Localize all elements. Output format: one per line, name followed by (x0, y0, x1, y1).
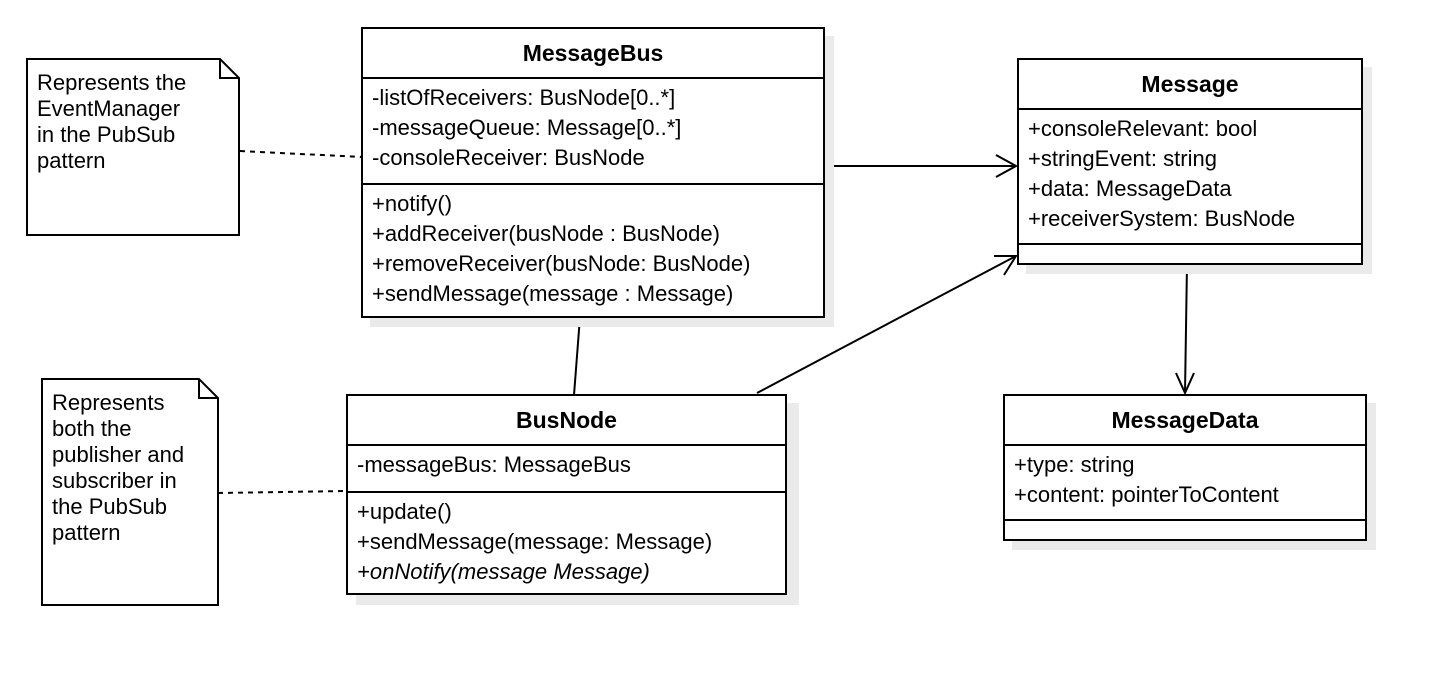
note-event-manager-text: Represents the EventManager in the PubSu… (37, 70, 186, 174)
attribute-row: -messageQueue: Message[0..*] (372, 115, 682, 140)
operation-row: +addReceiver(busNode : BusNode) (372, 221, 720, 246)
arrowhead-busnode-message (994, 255, 1018, 276)
class-messagedata-operations (1005, 521, 1365, 525)
note-line: pattern (52, 520, 121, 545)
class-message[interactable]: Message +consoleRelevant: bool +stringEv… (1017, 58, 1363, 265)
association-messagebus-busnode (573, 316, 581, 396)
note-line: both the (52, 416, 132, 441)
attribute-row: +type: string (1014, 452, 1135, 477)
note-event-manager[interactable]: Represents the EventManager in the PubSu… (26, 58, 240, 236)
note-line: EventManager (37, 96, 181, 121)
note-line: subscriber in (52, 468, 177, 493)
class-messagedata[interactable]: MessageData +type: string +content: poin… (1003, 394, 1367, 541)
class-messagedata-name: MessageData (1005, 396, 1365, 446)
operation-row: +sendMessage(message : Message) (372, 281, 734, 306)
class-busnode-name: BusNode (348, 396, 785, 446)
attribute-row: -messageBus: MessageBus (357, 452, 631, 477)
note-publisher-subscriber-text: Represents both the publisher and subscr… (52, 390, 184, 546)
operation-row: +sendMessage(message: Message) (357, 529, 713, 554)
note-shape (26, 58, 240, 236)
operation-row: +onNotify(message Message) (357, 559, 650, 584)
attribute-row: +content: pointerToContent (1014, 482, 1279, 507)
note-line: Represents (52, 390, 165, 415)
arrowhead-message-messagedata (1175, 372, 1195, 396)
attribute-row: -listOfReceivers: BusNode[0..*] (372, 85, 676, 110)
class-messagebus-operations: +notify() +addReceiver(busNode : BusNode… (363, 185, 823, 309)
note-publisher-subscriber[interactable]: Represents both the publisher and subscr… (41, 378, 219, 606)
attribute-row: +data: MessageData (1028, 176, 1232, 201)
note-line: pattern (37, 148, 106, 173)
operation-row: +update() (357, 499, 452, 524)
note-line: publisher and (52, 442, 185, 467)
class-busnode[interactable]: BusNode -messageBus: MessageBus +update(… (346, 394, 787, 595)
attribute-row: -consoleReceiver: BusNode (372, 145, 645, 170)
arrowhead-messagebus-message (995, 154, 1019, 178)
class-message-operations (1019, 245, 1361, 249)
note-anchor-event-manager (239, 150, 363, 158)
note-shape (41, 378, 219, 606)
operation-row: +notify() (372, 191, 453, 216)
class-message-attributes: +consoleRelevant: bool +stringEvent: str… (1019, 110, 1361, 245)
class-messagebus-name: MessageBus (363, 29, 823, 79)
class-messagebus[interactable]: MessageBus -listOfReceivers: BusNode[0..… (361, 27, 825, 318)
operation-row: +removeReceiver(busNode: BusNode) (372, 251, 751, 276)
note-line: Represents the (37, 70, 187, 95)
note-anchor-publisher-subscriber (217, 490, 347, 494)
attribute-row: +consoleRelevant: bool (1028, 116, 1258, 141)
attribute-row: +receiverSystem: BusNode (1028, 206, 1296, 231)
attribute-row: +stringEvent: string (1028, 146, 1217, 171)
class-messagedata-attributes: +type: string +content: pointerToContent (1005, 446, 1365, 521)
class-busnode-operations: +update() +sendMessage(message: Message)… (348, 493, 785, 587)
class-message-name: Message (1019, 60, 1361, 110)
class-busnode-attributes: -messageBus: MessageBus (348, 446, 785, 493)
note-line: in the PubSub (37, 122, 176, 147)
association-message-messagedata (1184, 263, 1188, 394)
note-line: the PubSub (52, 494, 167, 519)
class-messagebus-attributes: -listOfReceivers: BusNode[0..*] -message… (363, 79, 823, 185)
association-busnode-message (756, 255, 1017, 394)
